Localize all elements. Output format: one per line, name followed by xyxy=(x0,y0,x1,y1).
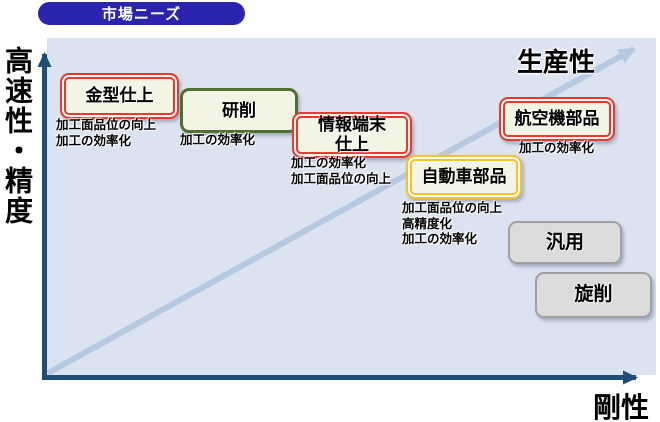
node-turning: 旋削 xyxy=(535,272,652,318)
node-general-purpose: 汎用 xyxy=(508,221,622,264)
node-label: 旋削 xyxy=(574,284,613,306)
node-label: 金型仕上 xyxy=(85,86,154,106)
node-mold-finishing-notes: 加工面品位の向上 加工の効率化 xyxy=(56,118,157,148)
node-aircraft-parts: 航空機部品 xyxy=(499,97,615,141)
node-automotive-parts: 自動車部品 xyxy=(406,155,522,199)
node-label: 自動車部品 xyxy=(421,167,507,187)
node-info-terminal-finishing: 情報端末 仕上 xyxy=(292,112,412,158)
diagonal-label: 生産性 xyxy=(517,47,596,77)
node-grinding-notes: 加工の効率化 xyxy=(180,133,256,147)
y-axis-label: 高速性・精度 xyxy=(2,46,33,226)
x-axis-label: 剛性 xyxy=(593,392,650,422)
node-automotive-notes: 加工面品位の向上 高精度化 加工の効率化 xyxy=(402,201,503,246)
node-label: 航空機部品 xyxy=(514,109,600,129)
node-aircraft-notes: 加工の効率化 xyxy=(519,141,595,155)
node-grinding: 研削 xyxy=(180,88,298,133)
node-label: 汎用 xyxy=(545,231,584,253)
title-badge: 市場ニーズ xyxy=(38,2,245,25)
node-info-terminal-notes: 加工の効率化 加工面品位の向上 xyxy=(291,156,392,186)
node-label: 情報端末 仕上 xyxy=(318,115,386,154)
node-mold-finishing: 金型仕上 xyxy=(60,73,179,119)
node-label: 研削 xyxy=(222,100,256,120)
